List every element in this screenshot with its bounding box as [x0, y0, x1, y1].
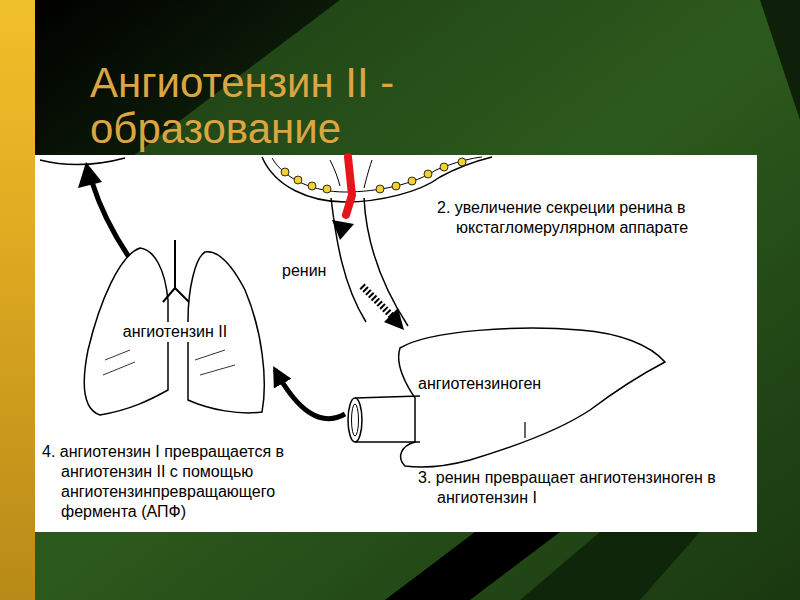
step-note: 2. увеличение секреции ренина в юкстагло…	[437, 198, 774, 238]
yellow-bar	[0, 0, 35, 600]
arrow-head	[332, 220, 354, 240]
renin-arrow	[362, 286, 394, 318]
blood-flow-arrow	[275, 370, 345, 419]
arrow-head	[78, 162, 102, 188]
liver-organ: ангиотензиноген	[345, 318, 665, 468]
hormone-label: ренин	[282, 261, 326, 281]
cut-outline	[40, 158, 125, 165]
lungs-organ: ангиотензин II	[75, 240, 275, 420]
step-note: 4. ангиотензин I превращается в ангиотен…	[42, 442, 331, 522]
organ-label: ангиотензиноген	[415, 374, 544, 394]
renal-vessel	[331, 198, 408, 326]
organ-label: ангиотензин II	[120, 322, 230, 342]
dark-triangle	[760, 0, 800, 120]
arrow-head	[384, 308, 404, 330]
slide-title: Ангиотензин II - образование	[90, 60, 480, 152]
dark-triangle	[520, 532, 700, 600]
step-note: 3. ренин превращает ангиотензиноген в ан…	[418, 468, 773, 508]
